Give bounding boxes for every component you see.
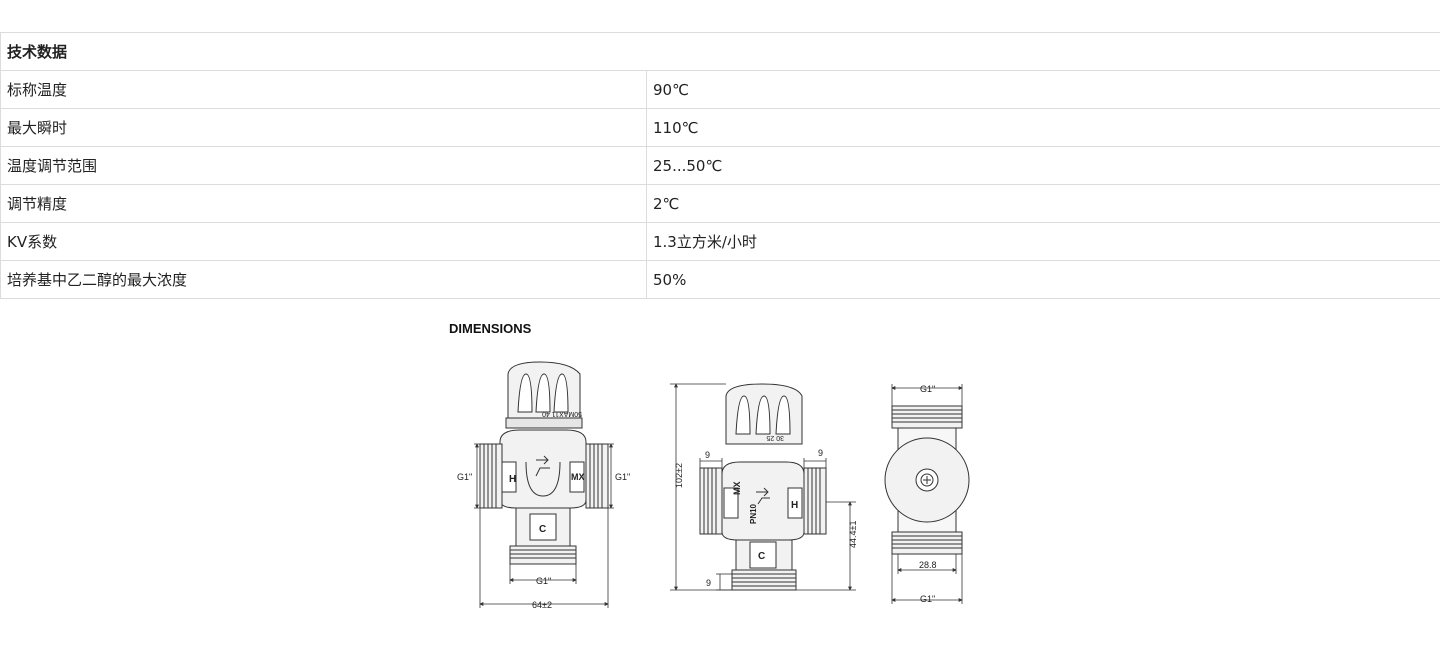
top-dim-top: G1" — [920, 384, 935, 394]
front-dim-left: G1" — [457, 472, 472, 482]
side-right-thread — [803, 467, 827, 535]
left-thread — [479, 443, 503, 509]
front-dim-width: 64±2 — [532, 600, 552, 610]
front-port-mx: MX — [571, 472, 585, 482]
dimensions-drawing: DIMENSIONS — [449, 321, 970, 610]
bottom-thread — [509, 545, 577, 565]
side-pressure-mark: PN10 — [749, 503, 758, 524]
side-port-c: C — [758, 551, 765, 562]
technical-data-table: 技术数据 标称温度 90℃ 最大瞬时 110℃ 温度调节范围 25...50℃ … — [0, 32, 1440, 299]
top-thread-upper — [891, 405, 963, 429]
dimensions-title: DIMENSIONS — [449, 321, 532, 336]
side-view — [699, 383, 827, 591]
row-label: 培养基中乙二醇的最大浓度 — [0, 260, 647, 299]
row-value: 1.3立方米/小时 — [645, 222, 1440, 261]
front-port-c: C — [539, 524, 546, 535]
table-row: 培养基中乙二醇的最大浓度 50% — [0, 260, 1440, 299]
side-knob-text: 30 25 — [766, 434, 784, 441]
table-header-row: 技术数据 — [0, 32, 1440, 71]
front-knob-text: 50MAX11 40 — [542, 410, 582, 417]
table-row: KV系数 1.3立方米/小时 — [0, 222, 1440, 261]
row-value: 25...50℃ — [645, 146, 1440, 185]
row-value: 90℃ — [645, 70, 1440, 109]
side-dim-height: 102±2 — [674, 463, 684, 488]
row-label: 温度调节范围 — [0, 146, 647, 185]
knob-base — [505, 417, 583, 429]
row-value: 50% — [645, 260, 1440, 299]
row-value: 2℃ — [645, 184, 1440, 223]
side-bottom-thread — [731, 569, 797, 591]
front-dim-right: G1" — [615, 472, 630, 482]
table-row: 标称温度 90℃ — [0, 70, 1440, 109]
right-thread — [585, 443, 609, 509]
row-label: 标称温度 — [0, 70, 647, 109]
table-row: 最大瞬时 110℃ — [0, 108, 1440, 147]
row-value: 110℃ — [645, 108, 1440, 147]
side-left-thread — [699, 467, 723, 535]
front-view — [479, 361, 609, 565]
table-title: 技术数据 — [0, 32, 1440, 71]
side-dim-bottom-thread: 9 — [706, 578, 711, 588]
front-port-h: H — [509, 474, 516, 485]
row-label: KV系数 — [0, 222, 647, 261]
side-dim-lower-height: 44.4±1 — [848, 521, 858, 548]
top-view — [884, 405, 970, 555]
table-row: 温度调节范围 25...50℃ — [0, 146, 1440, 185]
top-dim-bottom: G1" — [920, 594, 935, 604]
side-port-h: H — [791, 500, 798, 511]
front-dim-bottom-thread: G1" — [536, 576, 551, 586]
table-row: 调节精度 2℃ — [0, 184, 1440, 223]
side-dim-thread-left: 9 — [705, 450, 710, 460]
row-label: 调节精度 — [0, 184, 647, 223]
row-label: 最大瞬时 — [0, 108, 647, 147]
top-thread-lower — [891, 531, 963, 555]
side-dim-thread-right: 9 — [818, 448, 823, 458]
top-dim-inner: 28.8 — [919, 560, 937, 570]
side-port-mx: MX — [732, 482, 742, 496]
